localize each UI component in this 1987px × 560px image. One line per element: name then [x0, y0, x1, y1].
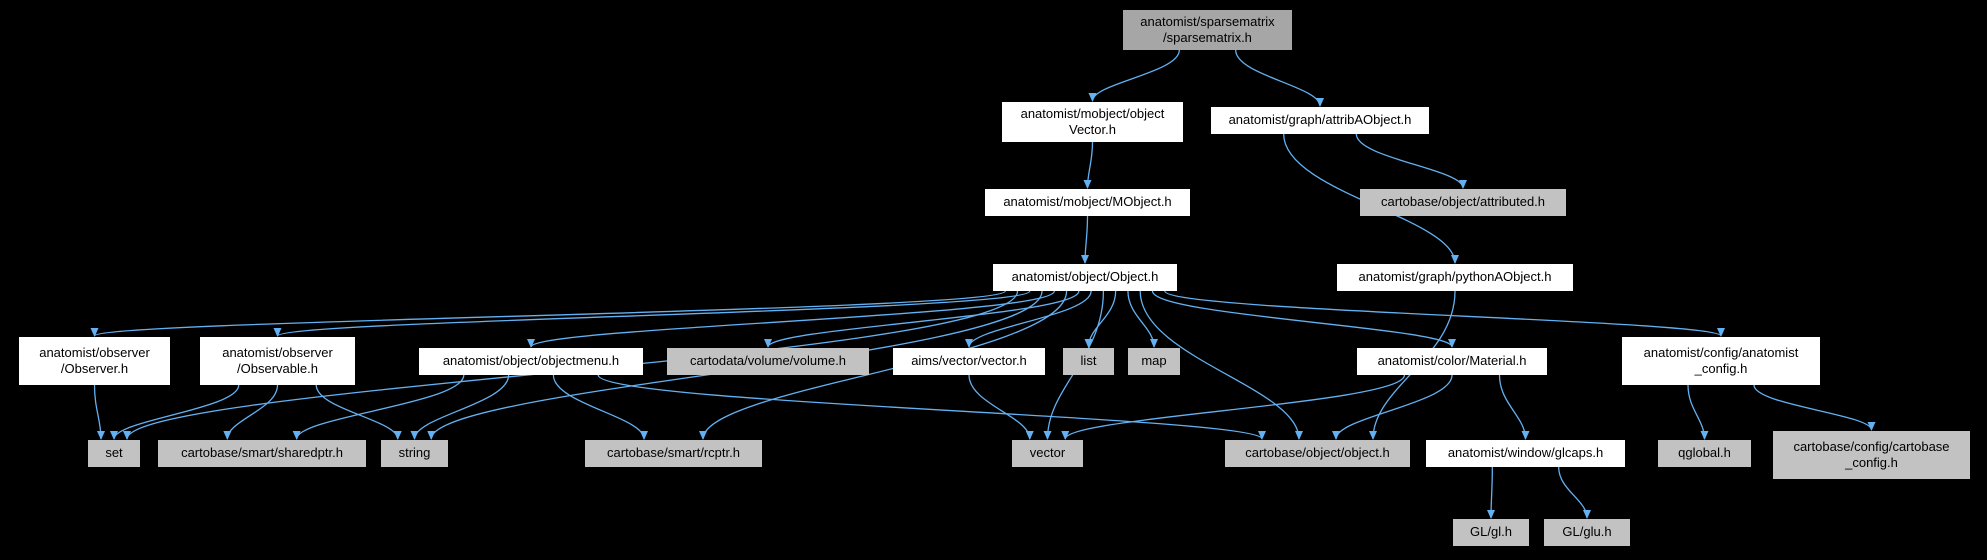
graph-node-anatomist_config[interactable]: anatomist/config/anatomist _config.h — [1622, 337, 1820, 385]
graph-node-gl_gl[interactable]: GL/gl.h — [1453, 519, 1529, 546]
include-edge-sparsematrix-to-attrib_aobject — [1235, 49, 1324, 107]
include-edge-objectmenu-to-cartobase_object — [597, 374, 1266, 440]
graph-node-list[interactable]: list — [1063, 348, 1114, 375]
graph-node-cartobase_config[interactable]: cartobase/config/cartobase _config.h — [1773, 431, 1970, 479]
include-edge-object-to-aims_vector — [965, 290, 1092, 348]
include-edge-objectmenu-to-rcptr — [552, 374, 648, 440]
graph-node-volume[interactable]: cartodata/volume/volume.h — [667, 348, 869, 375]
include-edge-object-to-list — [1084, 290, 1117, 348]
graph-node-material[interactable]: anatomist/color/Material.h — [1357, 348, 1547, 375]
include-edge-sparsematrix-to-object_vector — [1088, 49, 1180, 102]
include-edge-object-to-objectmenu — [527, 290, 1055, 348]
include-edge-material-to-glcaps — [1498, 374, 1530, 440]
include-edge-object_vector-to-mobject — [1083, 141, 1094, 189]
graph-node-sparsematrix[interactable]: anatomist/sparsematrix /sparsematrix.h — [1123, 10, 1292, 50]
graph-node-sharedptr[interactable]: cartobase/smart/sharedptr.h — [158, 440, 366, 467]
graph-node-observable[interactable]: anatomist/observer /Observable.h — [200, 337, 355, 385]
include-edge-anatomist_config-to-cartobase_config — [1753, 384, 1876, 431]
graph-node-map[interactable]: map — [1128, 348, 1180, 375]
graph-node-rcptr[interactable]: cartobase/smart/rcptr.h — [585, 440, 762, 467]
graph-node-python_aobject[interactable]: anatomist/graph/pythonAObject.h — [1337, 264, 1573, 291]
graph-node-set[interactable]: set — [88, 440, 140, 467]
graph-node-qglobal[interactable]: qglobal.h — [1658, 440, 1751, 467]
graph-node-glcaps[interactable]: anatomist/window/glcaps.h — [1426, 440, 1625, 467]
graph-node-observer[interactable]: anatomist/observer /Observer.h — [19, 337, 170, 385]
include-edge-objectmenu-to-string — [410, 374, 510, 440]
graph-node-attributed[interactable]: cartobase/object/attributed.h — [1360, 189, 1566, 216]
graph-node-objectmenu[interactable]: anatomist/object/objectmenu.h — [419, 348, 643, 375]
graph-node-mobject[interactable]: anatomist/mobject/MObject.h — [985, 189, 1190, 216]
graph-node-cartobase_object[interactable]: cartobase/object/object.h — [1225, 440, 1410, 467]
include-edge-observer-to-set — [93, 384, 105, 440]
include-edge-object-to-map — [1127, 290, 1158, 348]
graph-node-gl_glu[interactable]: GL/glu.h — [1544, 519, 1630, 546]
include-edge-objectmenu-to-sharedptr — [292, 374, 465, 440]
include-edge-object-to-anatomist_config — [1164, 290, 1725, 337]
include-edge-object-to-cartobase_object — [1139, 290, 1303, 440]
include-edge-object-to-observer — [90, 290, 1006, 337]
include-edge-glcaps-to-gl_glu — [1558, 466, 1591, 519]
include-edge-observable-to-sharedptr — [223, 384, 279, 440]
include-edge-anatomist_config-to-qglobal — [1687, 384, 1709, 440]
include-edge-observable-to-set — [110, 384, 240, 440]
include-edge-mobject-to-object — [1081, 215, 1090, 264]
include-edge-object-to-observable — [273, 290, 1031, 337]
graph-node-string[interactable]: string — [381, 440, 448, 467]
graph-node-aims_vector[interactable]: aims/vector/vector.h — [893, 348, 1045, 375]
graph-node-vector[interactable]: vector — [1012, 440, 1083, 467]
graph-node-attrib_aobject[interactable]: anatomist/graph/attribAObject.h — [1211, 107, 1429, 134]
graph-node-object[interactable]: anatomist/object/Object.h — [993, 264, 1177, 291]
include-edge-attrib_aobject-to-attributed — [1355, 133, 1467, 189]
include-edge-object-to-material — [1151, 290, 1456, 348]
graph-node-object_vector[interactable]: anatomist/mobject/object Vector.h — [1002, 102, 1183, 142]
include-edge-object-to-rcptr — [699, 290, 1068, 440]
include-edge-material-to-vector — [1061, 374, 1406, 440]
include-edge-material-to-cartobase_object — [1332, 374, 1453, 440]
include-edge-observable-to-string — [315, 384, 402, 440]
include-edge-aims_vector-to-vector — [968, 374, 1034, 440]
include-edge-glcaps-to-gl_gl — [1487, 466, 1496, 519]
